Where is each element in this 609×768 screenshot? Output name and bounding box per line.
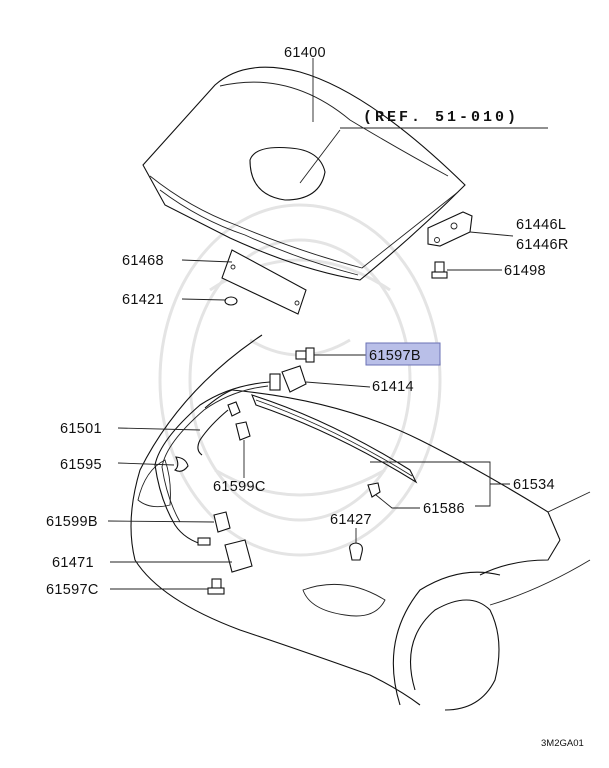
hinge-bolt-drawing [431,261,502,279]
weatherstrip-drawing [251,394,418,484]
release-handle-drawing [110,537,253,573]
label-release-handle: 61471 [52,555,94,571]
car-body-drawing [130,334,591,711]
label-bolt-61597b[interactable]: 61597B [369,348,421,364]
highlight-box-61597b [365,342,441,366]
bumper-61427-drawing [349,528,363,561]
striker-drawing [269,365,371,393]
label-bolt-61597c: 61597C [46,582,99,598]
reference-note-text: (REF. 51-010) [363,109,519,126]
label-cable: 61501 [60,421,102,437]
label-clip-61599c: 61599C [213,479,266,495]
clip-61586-drawing [367,482,420,509]
release-cable-drawing [117,381,271,546]
clip-61599c-drawing [235,421,251,478]
reference-note: (REF. 51-010) [340,109,548,129]
label-bumper-61427: 61427 [330,512,372,528]
clip-61599b-drawing [107,511,231,533]
label-clamp-61595: 61595 [60,457,102,473]
label-clip-61599b: 61599B [46,514,98,530]
label-weatherstrip: 61534 [513,477,555,493]
figure-code: 3M2GA01 [541,738,584,749]
label-hinge-r: 61446R [516,237,569,253]
label-clip-61421: 61421 [122,292,164,308]
label-striker: 61414 [372,379,414,395]
bolt-61597c-drawing [110,578,225,595]
label-hinge-bolt: 61498 [504,263,546,279]
label-silencer: 61468 [122,253,164,269]
bolt-61597b-drawing [295,347,367,363]
label-hinge-l: 61446L [516,217,566,233]
hinge-drawing [427,211,514,247]
clip-61421-drawing [181,296,238,306]
hood-panel-drawing [142,66,466,281]
clamp-61595-drawing [117,456,189,472]
silencer-drawing [181,249,307,315]
label-hood: 61400 [284,45,326,61]
label-clip-61586: 61586 [423,501,465,517]
